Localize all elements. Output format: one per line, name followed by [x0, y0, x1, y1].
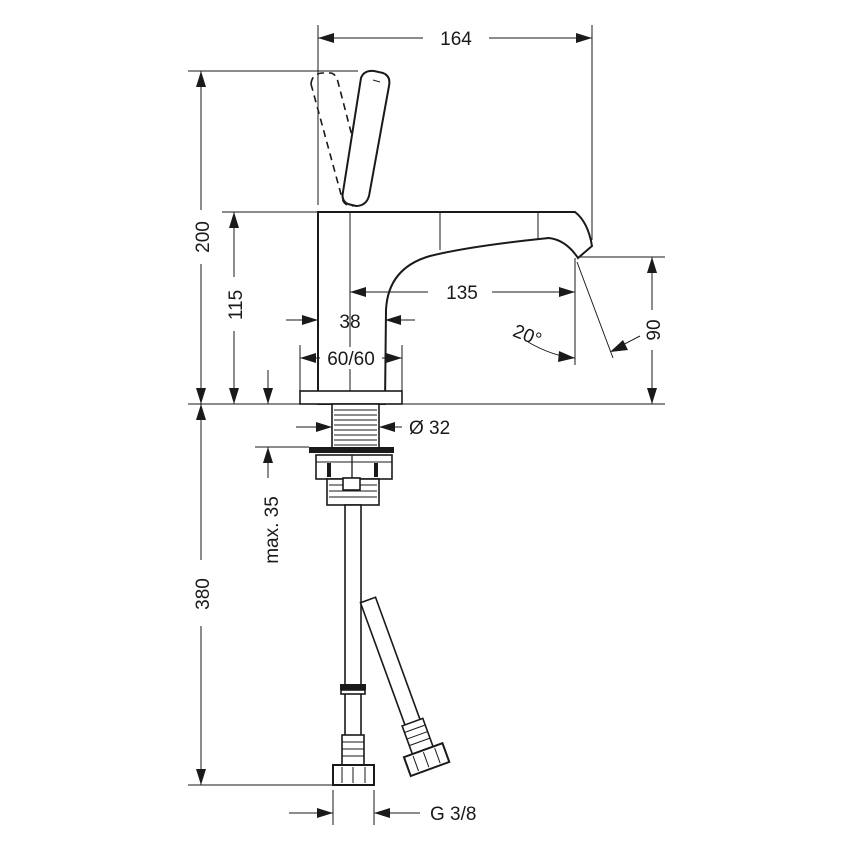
- faucet-body: [299, 211, 594, 405]
- dim-base-size: 60/60: [299, 345, 403, 391]
- label-max-thickness: max. 35: [262, 496, 283, 564]
- label-spout-height: 90: [644, 319, 665, 340]
- label-connection: G 3/8: [430, 804, 476, 825]
- dim-total-height: 200: [188, 70, 358, 405]
- hose-connector-straight: [341, 734, 365, 766]
- base-plate: [299, 390, 403, 405]
- dim-max-thickness: max. 35: [255, 446, 309, 564]
- threaded-shank: [331, 403, 380, 450]
- dim-spout-reach: 135: [350, 258, 576, 365]
- dim-deck-arrow: [263, 370, 273, 404]
- label-body-height: 115: [226, 290, 247, 320]
- dim-spout-height: 90: [402, 256, 665, 405]
- dim-shank-diameter: Ø 32: [296, 418, 450, 439]
- label-total-width: 164: [440, 29, 472, 50]
- hose-angled: [359, 596, 425, 736]
- connection-hoses: [332, 504, 451, 786]
- label-total-height: 200: [193, 221, 214, 253]
- lever-handle: [310, 69, 391, 208]
- label-spout-reach: 135: [446, 283, 478, 304]
- mounting-shank: [309, 403, 394, 506]
- washer: [309, 447, 394, 453]
- dim-body-width: 38: [286, 312, 415, 333]
- hose-straight: [344, 504, 362, 742]
- label-base-size: 60/60: [327, 349, 375, 370]
- dim-total-width: 164: [317, 25, 593, 240]
- body-spout-outline: [317, 211, 594, 405]
- dim-hose-length: 380: [188, 404, 333, 786]
- label-spout-angle: 20°: [510, 321, 545, 351]
- lever-position: [341, 69, 391, 208]
- label-hose-length: 380: [193, 578, 214, 610]
- label-body-width: 38: [339, 312, 360, 333]
- dim-body-height: 115: [222, 211, 318, 404]
- dim-connection: G 3/8: [289, 790, 476, 825]
- label-shank-diameter: Ø 32: [409, 418, 450, 439]
